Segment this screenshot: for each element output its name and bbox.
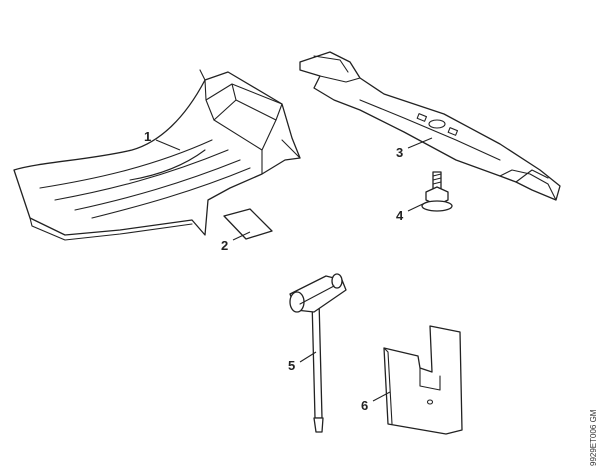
part-1-mulch-insert xyxy=(13,69,301,241)
part-6-plate xyxy=(383,325,463,435)
part-4-bolt xyxy=(421,171,453,212)
callout-2: 2 xyxy=(221,238,228,253)
callout-1: 1 xyxy=(144,129,151,144)
callout-5: 5 xyxy=(288,358,295,373)
leader-line-1 xyxy=(155,139,181,151)
callout-4: 4 xyxy=(396,208,404,223)
callout-3: 3 xyxy=(396,145,403,160)
drawing-code: 9929ET006 GM xyxy=(589,409,598,466)
leader-line-3 xyxy=(407,137,433,149)
part-3-blade xyxy=(299,51,561,201)
leader-line-2 xyxy=(232,231,251,241)
part-5-wrench xyxy=(289,273,347,433)
leader-line-5 xyxy=(299,351,317,363)
callout-6: 6 xyxy=(361,398,368,413)
leader-line-6 xyxy=(372,391,391,402)
leader-line-4 xyxy=(407,201,428,212)
part-2-label xyxy=(223,208,273,240)
